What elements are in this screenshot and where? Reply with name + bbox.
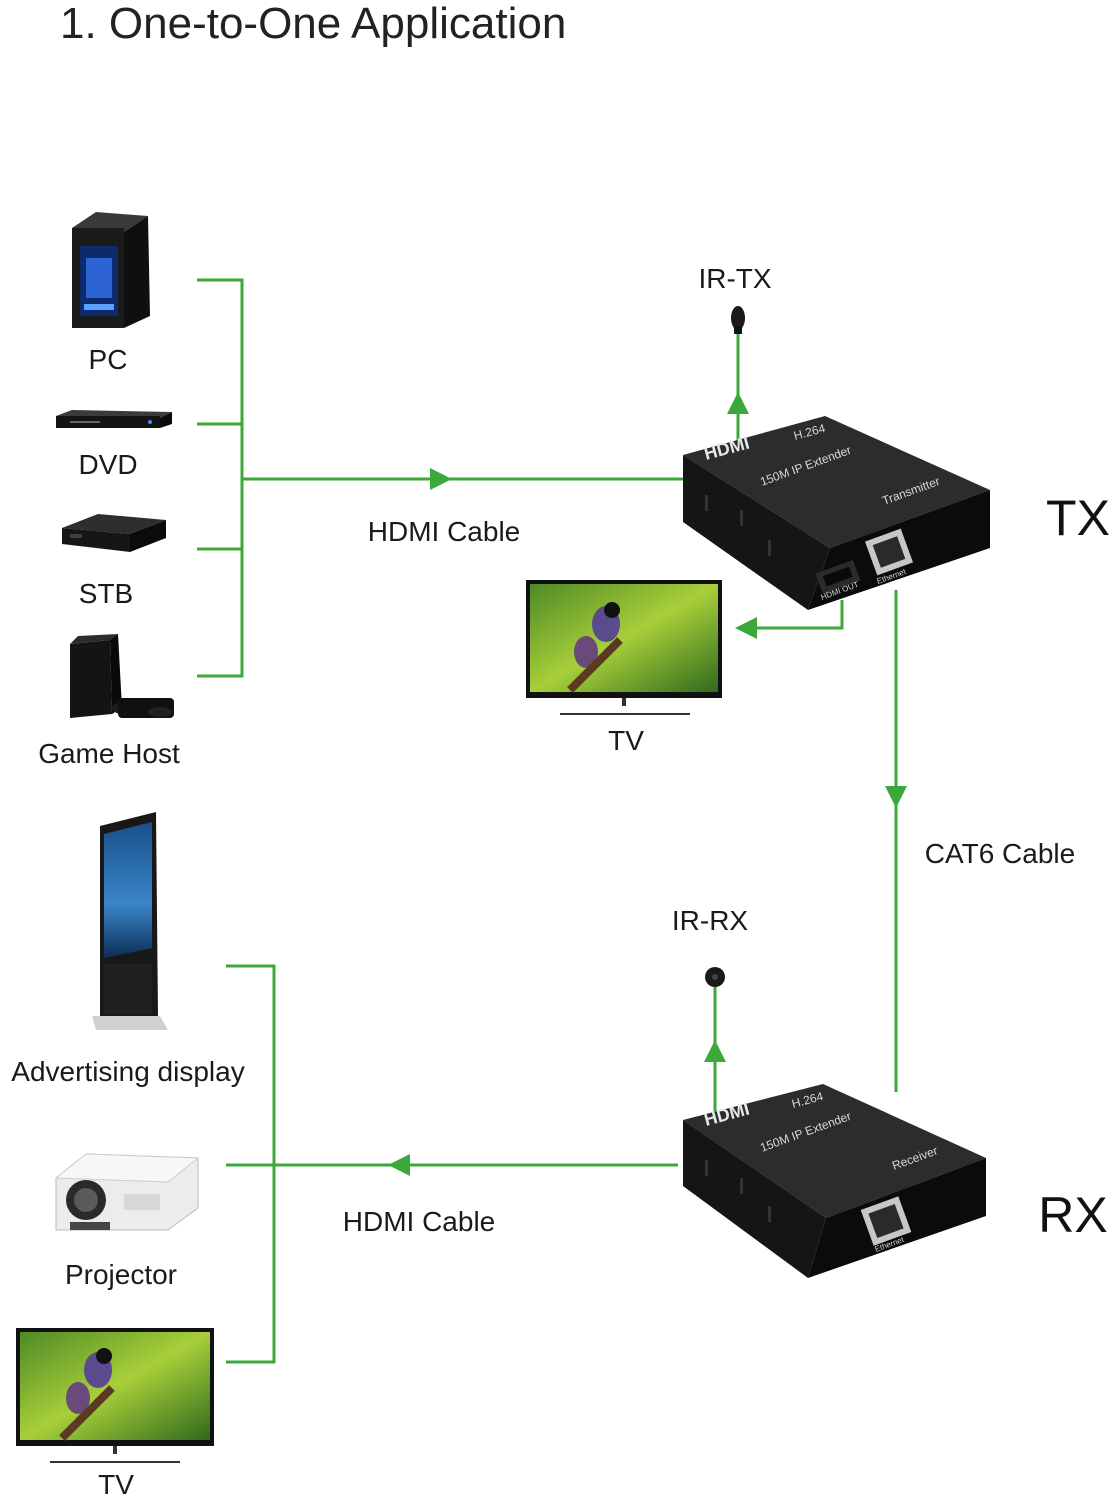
pc-label: PC [89,344,128,375]
ir-tx-label: IR-TX [698,263,771,294]
ir-rx-sensor-icon [705,967,725,987]
tv-icon [526,580,722,715]
ir-rx-wire [704,985,726,1112]
ir-tx-sensor-icon [731,306,745,334]
arrow-left-icon [735,617,757,639]
advertising-display-label: Advertising display [11,1056,244,1087]
arrow-up-icon [727,392,749,414]
projector-label: Projector [65,1259,177,1290]
set-top-box-icon [62,514,166,552]
game-console-icon [70,634,174,718]
pc-tower-icon [72,212,150,328]
input-bus [197,278,683,678]
arrow-down-icon [885,786,907,808]
advertising-display-icon [92,812,168,1030]
ir-tx-wire [727,332,749,446]
page-title: 1. One-to-One Application [60,0,566,48]
hdmi-cable-out-label: HDMI Cable [343,1206,495,1237]
transmitter-device: HDMI H.264 150M IP Extender Transmitter … [683,416,990,610]
output-bus [226,964,678,1364]
ir-rx-label: IR-RX [672,905,749,936]
tv-tx-label: TV [608,725,644,756]
receiver-device: HDMI H.264 150M IP Extender Receiver Eth… [683,1084,986,1278]
hdmi-cable-in-label: HDMI Cable [368,516,520,547]
tv-icon [16,1328,214,1463]
game-host-label: Game Host [38,738,180,769]
dvd-player-icon [56,410,172,428]
projector-icon [54,1153,200,1231]
cat6-cable-label: CAT6 Cable [925,838,1075,869]
rx-label: RX [1038,1187,1107,1243]
tx-label: TX [1046,490,1110,546]
arrow-left-icon [388,1154,410,1176]
stb-label: STB [79,578,133,609]
dvd-label: DVD [78,449,137,480]
tv-out-wire [735,600,844,639]
tv-rx-label: TV [98,1469,134,1500]
arrow-up-icon [704,1040,726,1062]
cat6-wire [885,590,907,1092]
arrow-right-icon [430,468,452,490]
